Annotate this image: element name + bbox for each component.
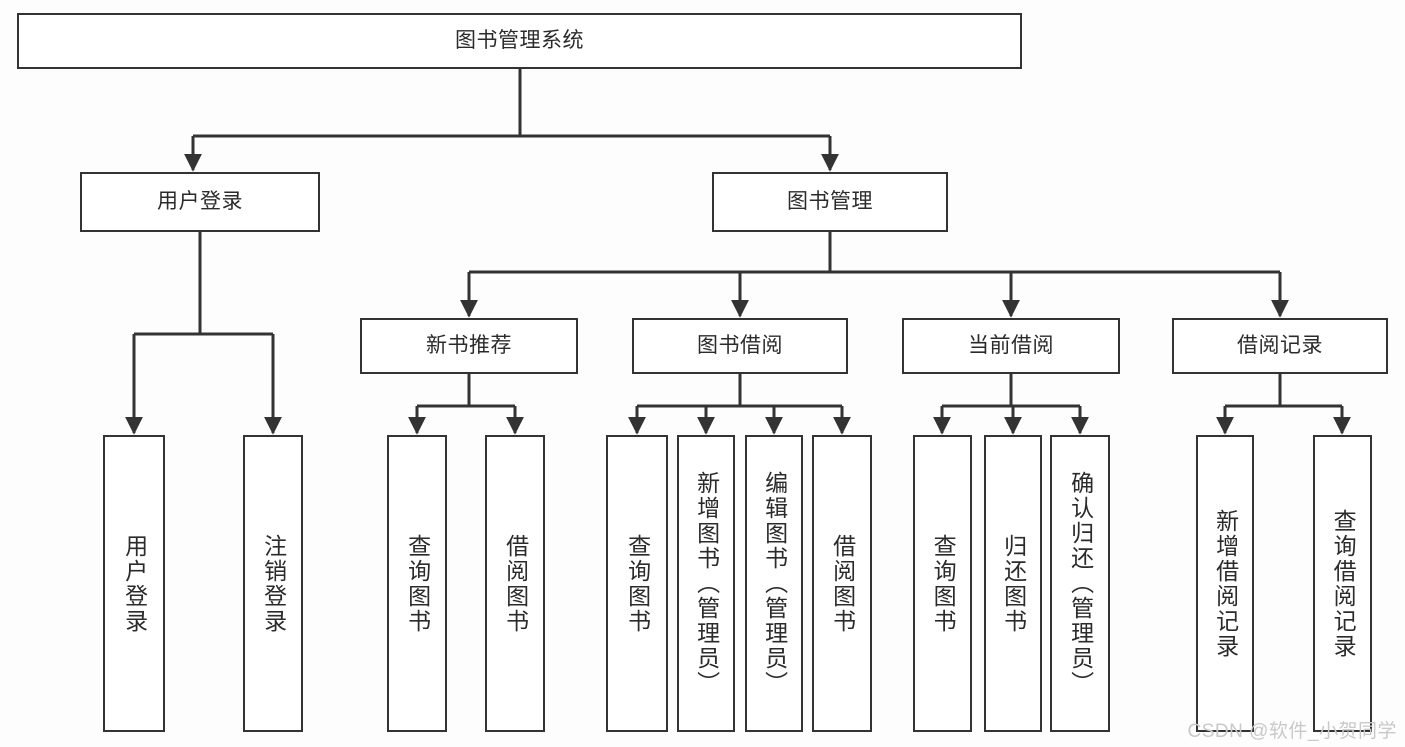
node-label: 图书管理 [787,189,873,213]
node-label: 查询借阅记录 [1330,508,1357,659]
node-leaf-query-book-recommend[interactable]: 查询图书 [387,435,447,732]
node-level2-user-login[interactable]: 用户登录 [80,172,320,232]
node-leaf-query-book-current[interactable]: 查询图书 [913,435,972,732]
node-leaf-query-borrow-record[interactable]: 查询借阅记录 [1313,435,1372,732]
node-label: 新书推荐 [426,333,512,357]
node-label: 借阅记录 [1237,333,1323,357]
node-label: 用户登录 [157,189,243,213]
node-label: 查询图书 [404,533,431,634]
node-leaf-edit-book-admin[interactable]: 编辑图书（管理员） [745,435,803,732]
node-label: 借阅图书 [829,533,856,634]
node-label: 新增图书（管理员） [693,471,720,696]
node-root[interactable]: 图书管理系统 [17,13,1022,69]
node-label: 确认归还（管理员） [1067,471,1094,696]
watermark: CSDN @软件_小贺同学 [1187,721,1397,742]
node-leaf-user-login[interactable]: 用户登录 [103,435,165,732]
node-label: 借阅图书 [502,533,529,634]
node-level3-borrow-records[interactable]: 借阅记录 [1172,318,1388,374]
node-label: 当前借阅 [968,333,1054,357]
node-label: 图书借阅 [697,333,783,357]
node-leaf-add-book-admin[interactable]: 新增图书（管理员） [677,435,735,732]
node-level3-current-borrow[interactable]: 当前借阅 [902,318,1120,374]
node-leaf-add-borrow-record[interactable]: 新增借阅记录 [1196,435,1254,732]
node-label: 图书管理系统 [455,28,584,52]
node-label: 新增借阅记录 [1212,508,1239,659]
node-leaf-confirm-return-admin[interactable]: 确认归还（管理员） [1050,435,1110,732]
node-label: 查询图书 [624,533,651,634]
node-label: 查询图书 [930,533,957,634]
node-level3-new-book-recommend[interactable]: 新书推荐 [360,318,578,374]
node-label: 注销登录 [260,533,287,634]
node-label: 编辑图书（管理员） [761,471,788,696]
node-label: 用户登录 [121,533,148,634]
node-leaf-borrow-book[interactable]: 借阅图书 [812,435,872,732]
node-leaf-return-book[interactable]: 归还图书 [984,435,1042,732]
node-label: 归还图书 [1000,533,1027,634]
node-level2-book-management[interactable]: 图书管理 [712,172,948,232]
node-leaf-logout[interactable]: 注销登录 [243,435,303,732]
node-level3-book-borrow[interactable]: 图书借阅 [632,318,848,374]
node-leaf-borrow-book-recommend[interactable]: 借阅图书 [485,435,545,732]
node-leaf-query-book-borrow[interactable]: 查询图书 [606,435,668,732]
